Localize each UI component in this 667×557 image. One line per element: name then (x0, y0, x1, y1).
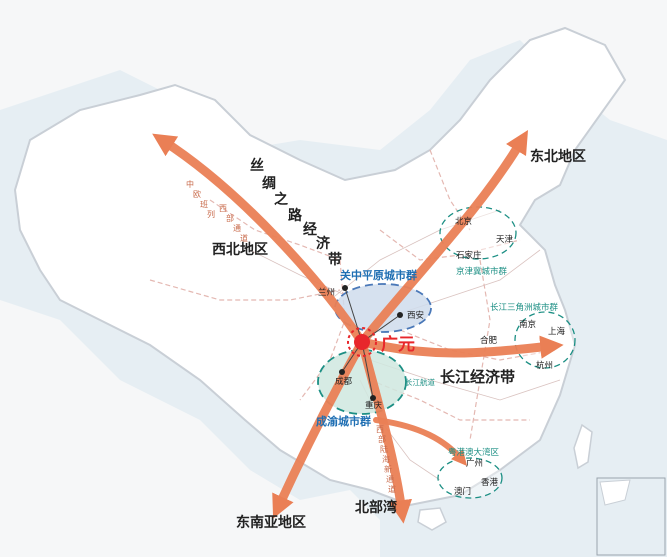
city-lanzhou: 兰州 (318, 287, 335, 298)
svg-text:班: 班 (200, 199, 208, 209)
city-dot-xian (397, 312, 403, 318)
city-chongqing: 重庆 (365, 400, 383, 411)
svg-text:绸: 绸 (262, 175, 276, 192)
city-chengdu: 成都 (335, 376, 353, 387)
svg-text:海: 海 (382, 454, 390, 464)
svg-text:西: 西 (376, 425, 384, 434)
city-hangzhou: 杭州 (536, 360, 553, 371)
city-guangzhou: 广州 (466, 458, 483, 469)
yangtze-belt-label: 长江经济带 (440, 368, 515, 386)
svg-text:陆: 陆 (380, 444, 388, 454)
svg-text:部: 部 (378, 434, 386, 444)
city-tianjin: 天津 (496, 234, 514, 245)
arrow-gba (373, 417, 468, 466)
svg-text:济: 济 (316, 235, 331, 252)
svg-text:经: 经 (303, 221, 317, 238)
cluster-guanzhong: 关中平原城市群 (340, 268, 417, 282)
cluster-yangtze-delta: 长江三角洲城市群 (490, 302, 559, 313)
city-dots (339, 285, 403, 401)
region-southeast-asia: 东南亚地区 (236, 514, 306, 531)
chengyu-cluster-area (317, 349, 407, 415)
cluster-chengyu: 成渝城市群 (316, 414, 371, 428)
corridor-arrows (152, 129, 564, 524)
west-land-sea-label: 西 部 陆 海 新 通 道 (376, 425, 396, 494)
region-beibu-gulf: 北部湾 (355, 499, 397, 516)
svg-text:列: 列 (207, 209, 215, 219)
svg-text:西: 西 (219, 204, 227, 213)
china-europe-rail-label: 中 欧 班 列 西 部 通 道 (186, 179, 248, 243)
svg-text:丝: 丝 (250, 157, 264, 174)
arrow-east (357, 335, 564, 359)
region-northwest: 西北地区 (212, 241, 268, 258)
silk-road-label: 丝 绸 之 路 经 济 带 (250, 157, 342, 268)
svg-text:带: 带 (328, 252, 342, 268)
inset-land (599, 479, 631, 506)
svg-text:欧: 欧 (193, 189, 201, 199)
city-macau: 澳门 (454, 486, 471, 497)
city-labels: 兰州 西安 成都 重庆 北京 天津 石家庄 南京 上海 合肥 杭州 广州 香港 … (318, 216, 566, 497)
svg-text:通: 通 (386, 474, 394, 484)
city-xian: 西安 (407, 310, 424, 321)
svg-text:中: 中 (186, 179, 194, 189)
hainan-island (417, 507, 447, 531)
yangtze-waterway-label: 长江航道 (405, 377, 435, 387)
svg-text:新: 新 (384, 464, 392, 474)
svg-text:通: 通 (233, 223, 241, 233)
city-shanghai: 上海 (548, 326, 566, 337)
city-dot-chongqing (370, 395, 376, 401)
neighbor-land-north (0, 0, 667, 150)
hub-marker (347, 327, 377, 357)
cluster-gba: 粤港澳大湾区 (448, 447, 500, 458)
city-dot-lanzhou (342, 285, 348, 291)
svg-text:之: 之 (274, 191, 288, 208)
city-shijiazhuang: 石家庄 (456, 250, 482, 261)
svg-text:道: 道 (388, 484, 396, 494)
arrow-northwest (152, 133, 367, 347)
region-northeast: 东北地区 (530, 148, 586, 165)
svg-text:部: 部 (226, 213, 234, 223)
svg-text:路: 路 (288, 207, 303, 224)
hub-label: 广元 (381, 334, 415, 355)
city-beijing: 北京 (455, 216, 472, 227)
arrow-northeast (357, 129, 529, 347)
city-hongkong: 香港 (481, 477, 499, 488)
guanzhong-cluster-area (334, 283, 432, 333)
city-nanjing: 南京 (519, 319, 536, 330)
arrow-southwest (272, 337, 367, 519)
city-dot-chengdu (339, 369, 345, 375)
gba-cluster-area (437, 457, 503, 499)
svg-text:道: 道 (240, 233, 248, 243)
taiwan-island (573, 423, 593, 470)
arrow-south (357, 337, 413, 524)
cluster-jingjinji: 京津冀城市群 (456, 266, 508, 277)
city-hefei: 合肥 (480, 335, 498, 346)
